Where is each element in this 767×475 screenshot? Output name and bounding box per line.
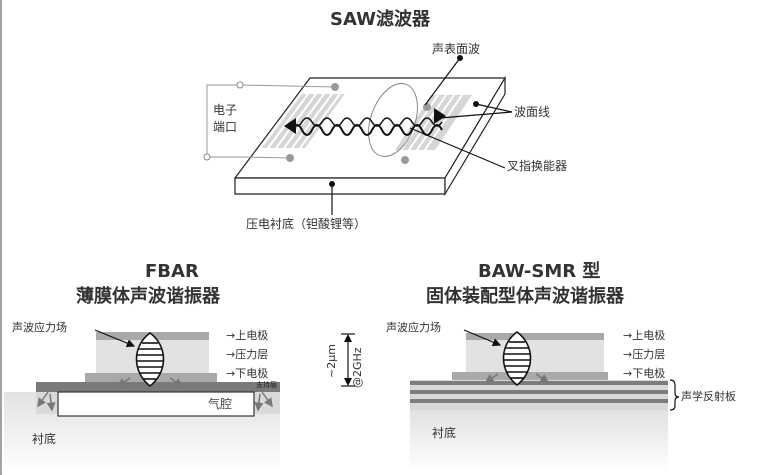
bawsmr-substrate — [410, 410, 668, 472]
saw-port-bracket — [206, 84, 240, 158]
fbar-piezo-label: →压力层 — [226, 348, 269, 361]
thickness-scale — [341, 333, 355, 387]
fbar-top-electrode-label: →上电极 — [226, 329, 269, 342]
fbar-stress-field-label: 声波应力场 — [12, 321, 67, 334]
bawsmr-substrate-label: 衬底 — [432, 426, 457, 440]
callout-wave-line — [439, 111, 513, 119]
callout-idt — [409, 127, 506, 169]
saw-substrate-top — [233, 77, 507, 179]
saw-substrate-label: 压电衬底（钽酸锂等） — [246, 217, 367, 231]
bawsmr-top-electrode-label: →上电极 — [623, 329, 666, 342]
bawsmr-title-line1: BAW-SMR 型 — [478, 261, 601, 282]
saw-wave-arrow-left — [284, 118, 296, 134]
fbar-substrate-label: 衬底 — [32, 432, 57, 446]
bawsmr-bottom-electrode — [452, 372, 608, 380]
saw-surface-wave-label: 声表面波 — [432, 42, 481, 56]
saw-idt-label: 叉指换能器 — [507, 159, 568, 173]
bawsmr-piezo-label: →压力层 — [623, 348, 666, 361]
scale-thickness-label: ~2μm — [325, 344, 338, 378]
fbar-air-cavity — [57, 391, 255, 417]
scale-frequency-label: @2GHz — [351, 347, 364, 388]
saw-port-label-line1: 电子 — [213, 103, 238, 117]
bawsmr-stress-callout — [463, 329, 502, 347]
saw-wave-arrow-right — [434, 108, 446, 124]
reflector-brace — [669, 379, 680, 411]
fbar-support-layer-label: 支持层 — [256, 381, 277, 389]
bawsmr-stress-field-label: 声波应力场 — [386, 321, 441, 334]
saw-title: SAW滤波器 — [330, 9, 430, 30]
saw-port-label-line2: 端口 — [213, 120, 238, 134]
fbar-title-line1: FBAR — [145, 261, 199, 282]
bawsmr-bottom-electrode-label: →下电极 — [623, 367, 666, 380]
saw-filter-drawing — [203, 55, 513, 215]
saw-wave-2 — [291, 117, 443, 127]
fbar-air-cavity-label: 气腔 — [208, 397, 233, 411]
callout-surface-wave — [424, 57, 461, 106]
saw-wave — [291, 124, 443, 136]
bawsmr-drawing — [410, 329, 680, 472]
bawsmr-title-line2: 固体装配型体声波谐振器 — [426, 286, 624, 307]
bawsmr-reflector-label: 声学反射板 — [681, 390, 736, 403]
fbar-title-line2: 薄膜体声波谐振器 — [76, 286, 220, 307]
bawsmr-piezo-layer — [466, 340, 604, 372]
fbar-support-layer — [36, 382, 280, 392]
fbar-bottom-electrode-label: →下电极 — [226, 367, 269, 380]
bawsmr-top-electrode — [466, 333, 604, 340]
saw-substrate-front — [234, 177, 446, 195]
fbar-drawing — [4, 329, 280, 472]
fbar-stress-callout — [94, 329, 136, 348]
saw-wave-line-label: 波面线 — [514, 105, 551, 119]
